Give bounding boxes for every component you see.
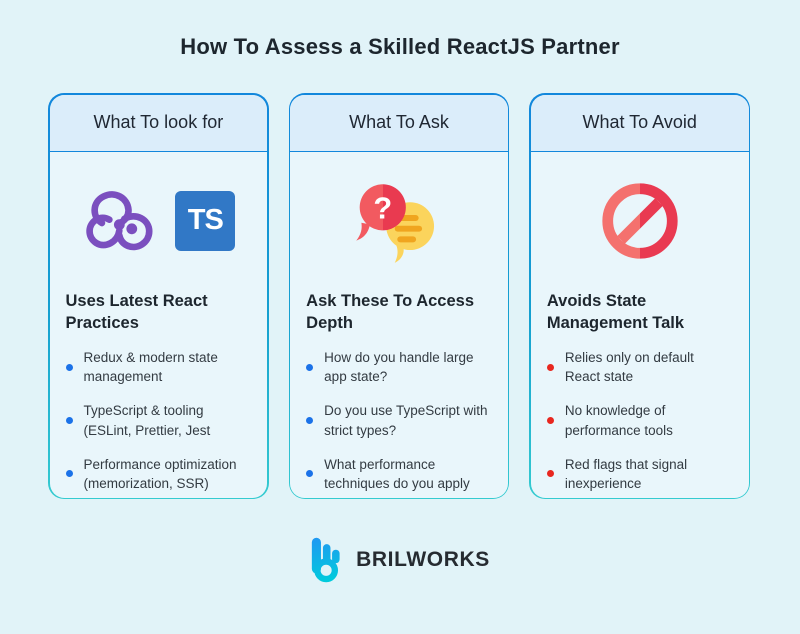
- bullet-dot: [65, 470, 73, 478]
- column-look-for-header: What To look for: [49, 94, 268, 152]
- bullet-item: TypeScript & tooling (ESLint, Prettier, …: [65, 401, 252, 439]
- bullet-item: Redux & modern state management: [65, 348, 252, 386]
- column-ask-subheading: Ask These To Access Depth: [306, 291, 474, 332]
- bullet-item: Relies only on default React state: [546, 348, 733, 386]
- bullet-dot: [306, 470, 314, 478]
- bullet-text: What performance techniques do you apply: [324, 456, 470, 491]
- column-avoid-header: What To Avoid: [530, 94, 749, 152]
- column-ask-header: What To Ask: [290, 94, 508, 152]
- page-title: How To Assess a Skilled ReactJS Partner: [180, 34, 620, 59]
- bullet-item: No knowledge of performance tools: [546, 401, 733, 439]
- bullet-text: No knowledge of performance tools: [564, 403, 673, 438]
- bullet-item: What performance techniques do you apply: [306, 455, 492, 493]
- bullet-text: Relies only on default React state: [564, 350, 694, 385]
- bullet-dot: [306, 363, 314, 371]
- columns-row: What To look for: [48, 93, 751, 499]
- question-chat-bubbles-icon: ?: [352, 178, 446, 264]
- question-mark-glyph: ?: [373, 190, 392, 225]
- redux-icon: [81, 184, 161, 257]
- bullet-dot: [306, 417, 314, 424]
- bullet-dot: [546, 363, 554, 371]
- column-look-for: What To look for: [48, 93, 269, 499]
- column-look-for-subheading: Uses Latest React Practices: [65, 291, 208, 332]
- bullet-text: Do you use TypeScript with strict types?: [324, 403, 488, 438]
- bullet-item: Red flags that signal inexperience: [546, 455, 733, 493]
- bullet-dot: [546, 417, 554, 424]
- typescript-label: TS: [187, 204, 224, 236]
- brilworks-b-logo-icon: [310, 537, 347, 583]
- bullet-item: Performance optimization (memorization, …: [65, 455, 252, 493]
- bullet-dot: [65, 417, 73, 424]
- column-avoid-subheading: Avoids State Management Talk: [546, 291, 685, 332]
- bullet-dot: [546, 470, 554, 478]
- prohibition-icon: [596, 177, 684, 265]
- bullet-text: TypeScript & tooling (ESLint, Prettier, …: [83, 403, 211, 438]
- bullet-text: Performance optimization (memorization, …: [83, 456, 237, 491]
- brand-wordmark: BRILWORKS: [356, 548, 490, 571]
- column-avoid: What To Avoid: [529, 93, 751, 499]
- bullet-text: Red flags that signal inexperience: [564, 456, 688, 491]
- typescript-icon: TS: [175, 190, 236, 251]
- bullet-text: Redux & modern state management: [83, 350, 218, 385]
- bullet-dot: [65, 363, 73, 371]
- bullet-item: How do you handle large app state?: [306, 348, 492, 386]
- footer-brand: BRILWORKS: [0, 537, 800, 583]
- bullet-text: How do you handle large app state?: [324, 350, 474, 385]
- bullet-item: Do you use TypeScript with strict types?: [306, 401, 492, 439]
- column-ask: What To Ask: [288, 93, 510, 499]
